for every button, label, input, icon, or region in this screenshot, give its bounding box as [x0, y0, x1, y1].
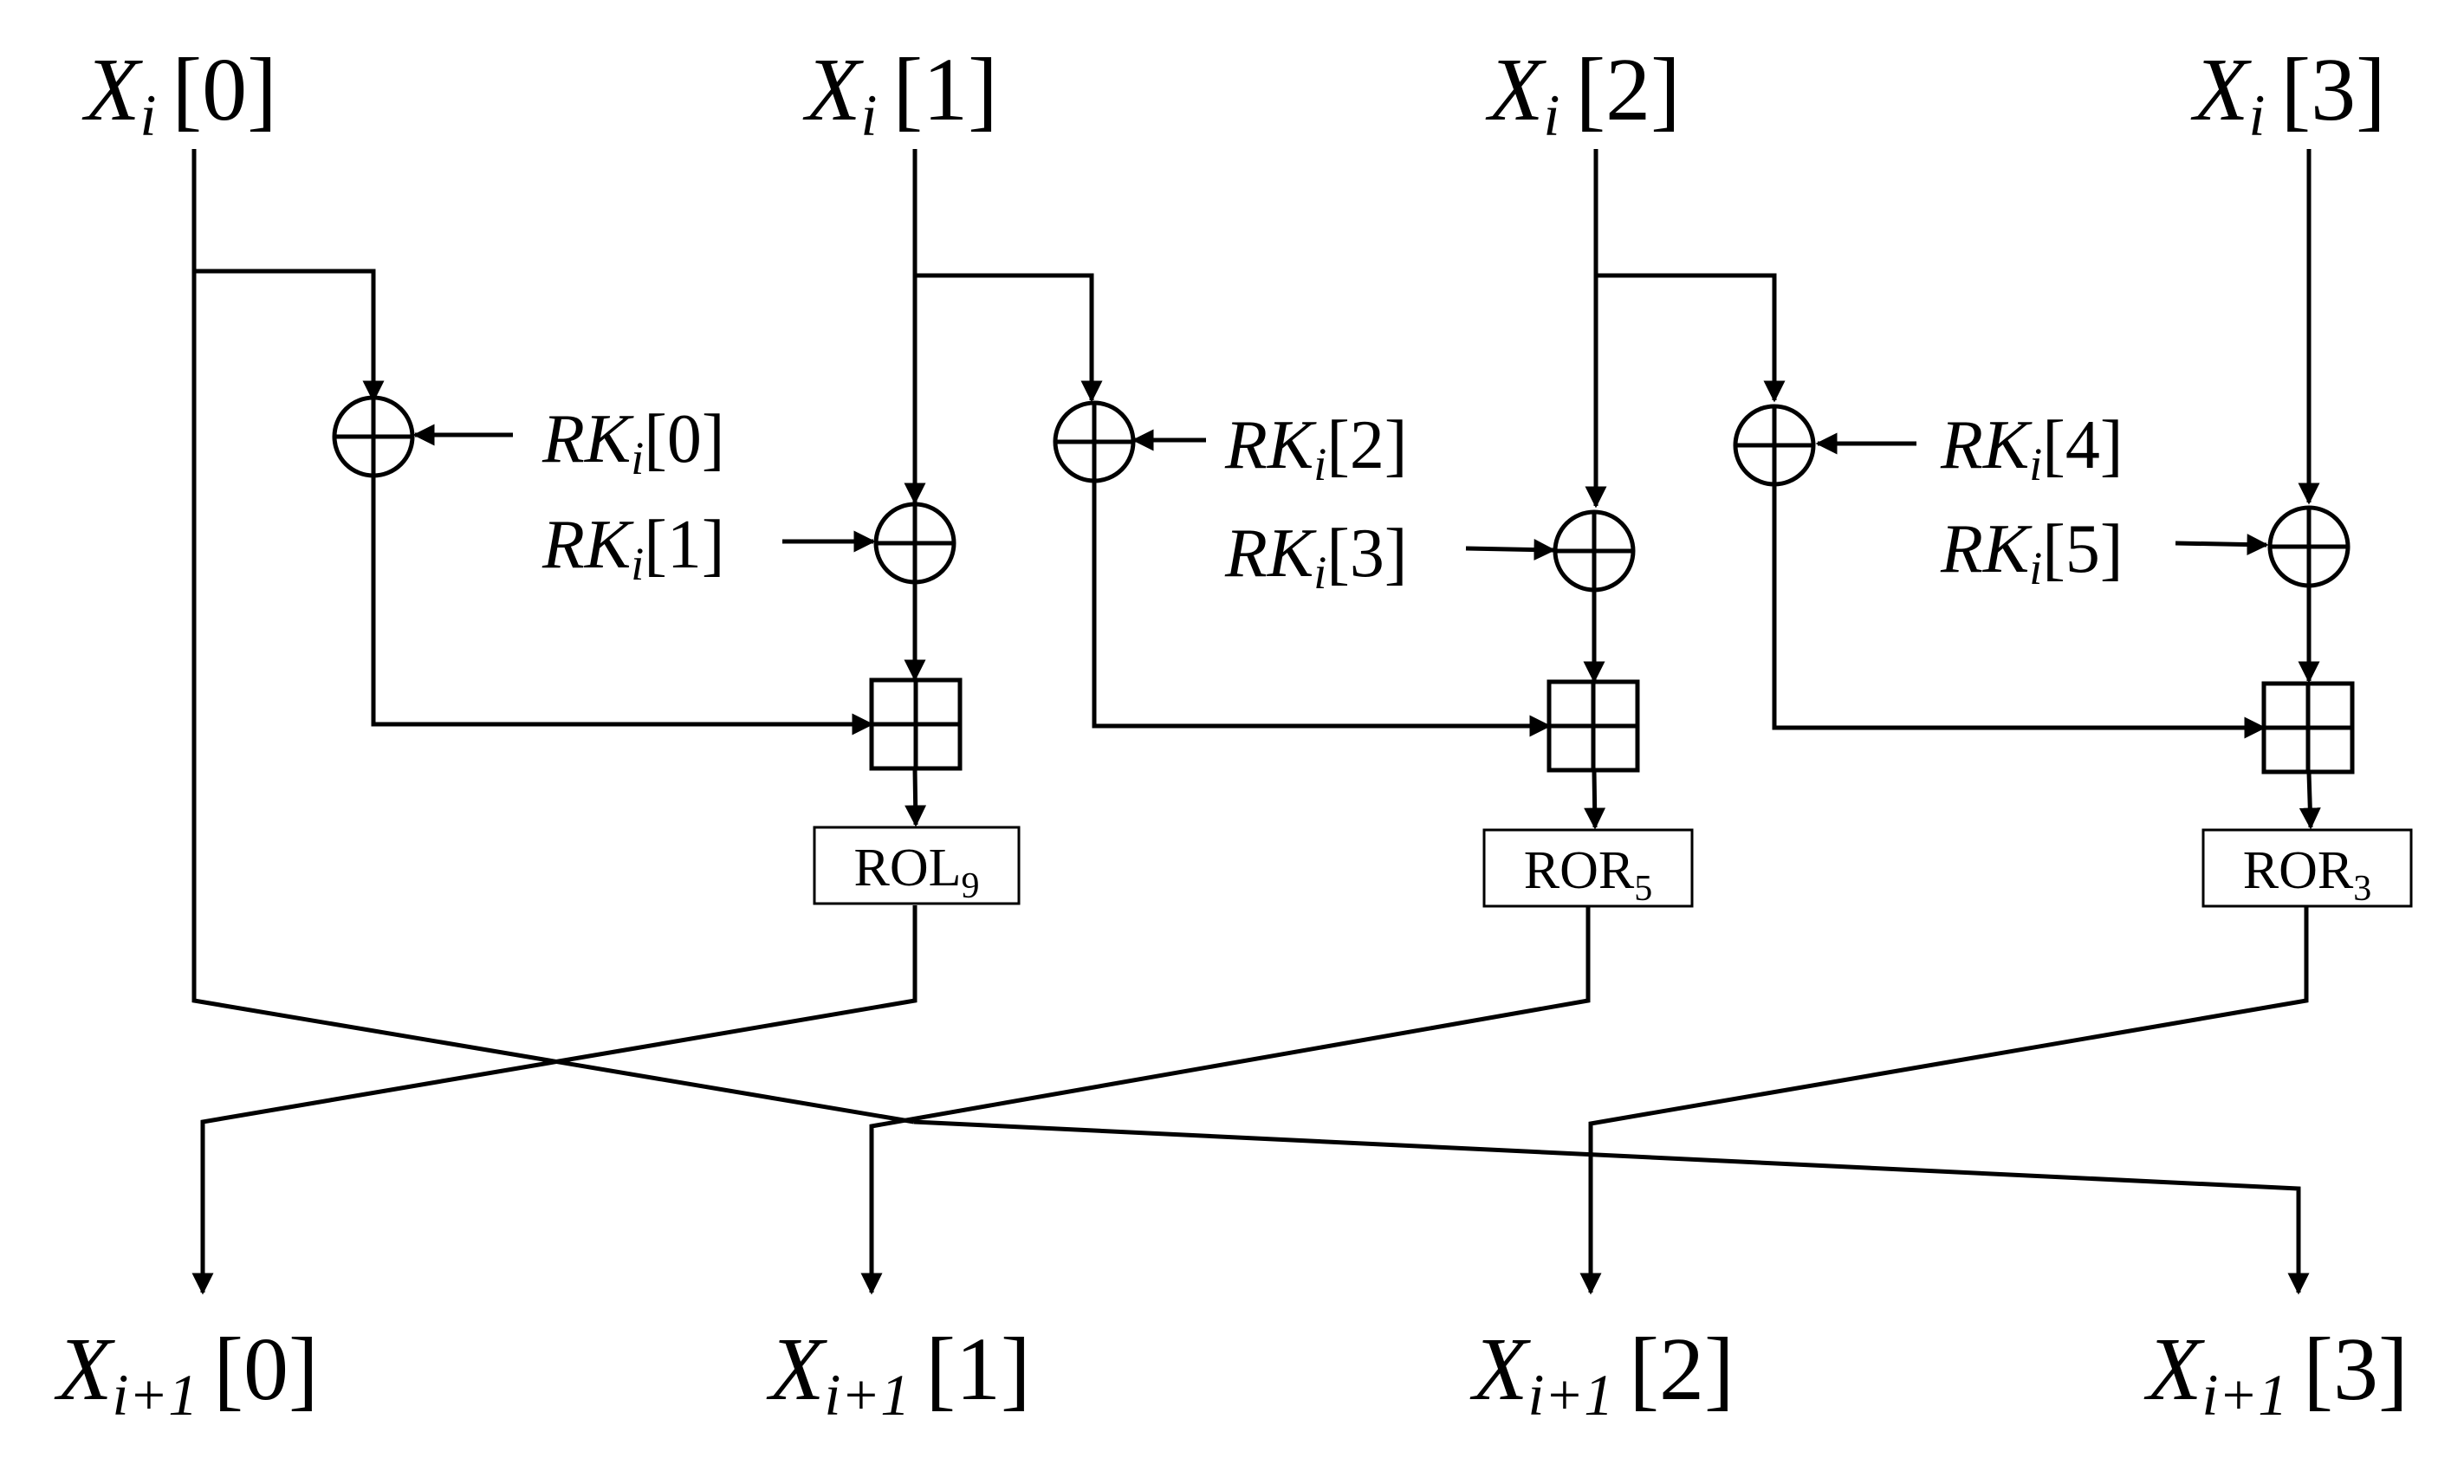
wire-x0-to-out3	[913, 1119, 2310, 1295]
wire-ror3-to-out2	[1579, 907, 2309, 1295]
wire-add2-to-ror3	[2299, 772, 2321, 830]
xor-symbol	[1553, 509, 1636, 593]
modular-addition-symbol	[869, 677, 963, 771]
wire-xor0-to-add0	[371, 475, 874, 736]
wire-rk5	[2175, 534, 2269, 556]
wire-add0-to-rol9	[905, 768, 927, 827]
round-key-label-2: RKi[2]	[1224, 407, 1408, 490]
ror3-label: ROR3	[2243, 841, 2371, 909]
wire-x0-pass	[191, 149, 915, 1124]
wire-x0-to-xor0	[194, 269, 385, 403]
input-label-0: Xi[0]	[81, 40, 277, 148]
round-key-label-5: RKi[5]	[1940, 511, 2124, 594]
xor-symbol	[332, 395, 415, 478]
round-key-label-4: RKi[4]	[1940, 407, 2124, 490]
xor-symbol	[1733, 404, 1816, 487]
input-label-2: Xi[2]	[1485, 40, 1681, 148]
modular-addition-symbol	[2261, 681, 2355, 774]
wire-ror5-to-out1	[860, 906, 1591, 1295]
round-key-label-3: RKi[3]	[1224, 515, 1408, 599]
input-label-3: Xi[3]	[2190, 40, 2386, 148]
output-label-0: Xi+1[0]	[54, 1319, 319, 1428]
output-label-3: Xi+1[3]	[2143, 1319, 2409, 1428]
output-label-2: Xi+1[2]	[1469, 1319, 1735, 1428]
wires	[191, 149, 2321, 1295]
xor-symbol	[873, 502, 956, 585]
rol9-box	[813, 826, 1021, 905]
rol9-label: ROL9	[854, 839, 980, 906]
ror3-box	[2201, 828, 2413, 908]
wire-rk3	[1465, 539, 1556, 561]
modular-addition-symbol	[1546, 679, 1640, 773]
round-key-label-0: RKi[0]	[541, 401, 725, 484]
xor-symbol	[2267, 505, 2351, 588]
wire-xor4-to-add2	[1772, 485, 2266, 739]
wire-add1-to-ror5	[1584, 770, 1606, 830]
round-key-label-1: RKi[1]	[541, 507, 725, 590]
wire-x2-to-xor4	[1596, 273, 1786, 403]
ror5-box	[1482, 828, 1694, 908]
output-label-1: Xi+1[1]	[766, 1319, 1031, 1428]
wire-rol9-to-out0	[191, 905, 918, 1295]
input-label-1: Xi[1]	[802, 40, 998, 148]
wire-xor2-to-add1	[1092, 481, 1552, 737]
xor-symbol	[1053, 400, 1136, 483]
ror5-label: ROR5	[1524, 841, 1652, 909]
wire-x1-to-xor2	[915, 273, 1103, 403]
